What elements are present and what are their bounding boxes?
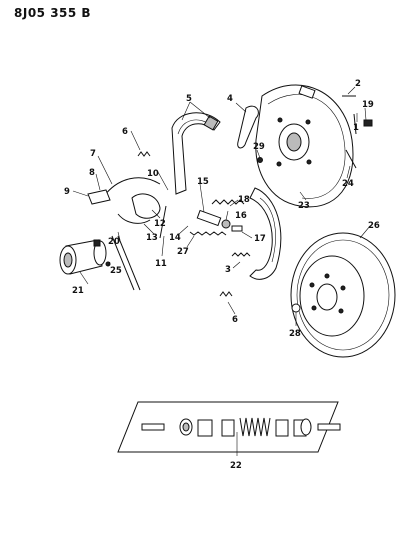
callout-5: 5: [186, 94, 192, 104]
callout-4: 4: [227, 94, 233, 104]
adjuster-cable: [103, 177, 161, 197]
callout-15: 15: [197, 177, 209, 187]
document-id: 8J05 355 B: [14, 6, 92, 20]
callout-20: 20: [108, 237, 120, 247]
callout-2: 2: [355, 79, 361, 89]
callout-22: 22: [230, 461, 242, 471]
callout-6a: 6: [122, 127, 128, 137]
callout-25: 25: [110, 266, 122, 276]
callout-1: 1: [353, 123, 359, 133]
callout-28: 28: [289, 329, 301, 339]
brake-drum: [290, 232, 396, 358]
adjuster-pivot-lever: [131, 193, 161, 219]
callouts: 1 2 3 4 5 6 6 7 8 9 10 11 12 13 14 15 16…: [64, 79, 380, 471]
callout-17: 17: [254, 234, 266, 244]
cable-guide: [87, 189, 111, 205]
callout-3: 3: [225, 265, 231, 275]
callout-18: 18: [238, 195, 250, 205]
adjuster-lever: [237, 105, 259, 149]
hold-down-spring-6-upper: [137, 151, 151, 157]
parking-brake-strut: [111, 235, 141, 291]
callout-12: 12: [154, 219, 166, 229]
brake-shoe-upper: [171, 112, 221, 195]
callout-14: 14: [169, 233, 181, 243]
callout-29: 29: [253, 142, 265, 152]
callout-11: 11: [155, 259, 167, 269]
callout-19: 19: [362, 100, 374, 110]
callout-13: 13: [146, 233, 158, 243]
callout-27: 27: [177, 247, 189, 257]
callout-23: 23: [298, 201, 310, 211]
hardware-pins: [105, 95, 373, 313]
callout-16: 16: [235, 211, 247, 221]
hold-down-spring-6-lower: [219, 291, 233, 297]
callout-6b: 6: [232, 315, 238, 325]
callout-10: 10: [147, 169, 159, 179]
pivot-spring-13: [117, 213, 151, 224]
wheel-cylinder: [59, 239, 107, 275]
adjuster-spring-27: [189, 231, 227, 236]
callout-26: 26: [368, 221, 380, 231]
leader-lines: [72, 86, 371, 456]
backing-plate: [255, 84, 354, 208]
callout-21: 21: [72, 286, 84, 296]
callout-9: 9: [64, 187, 70, 197]
callout-8: 8: [89, 168, 95, 178]
wheel-cylinder-kit: [117, 401, 341, 453]
callout-7: 7: [90, 149, 96, 159]
return-spring-18: [211, 199, 245, 205]
hold-down-spring-3: [231, 252, 251, 257]
callout-24: 24: [342, 179, 354, 189]
brake-shoe-lower: [249, 187, 282, 280]
